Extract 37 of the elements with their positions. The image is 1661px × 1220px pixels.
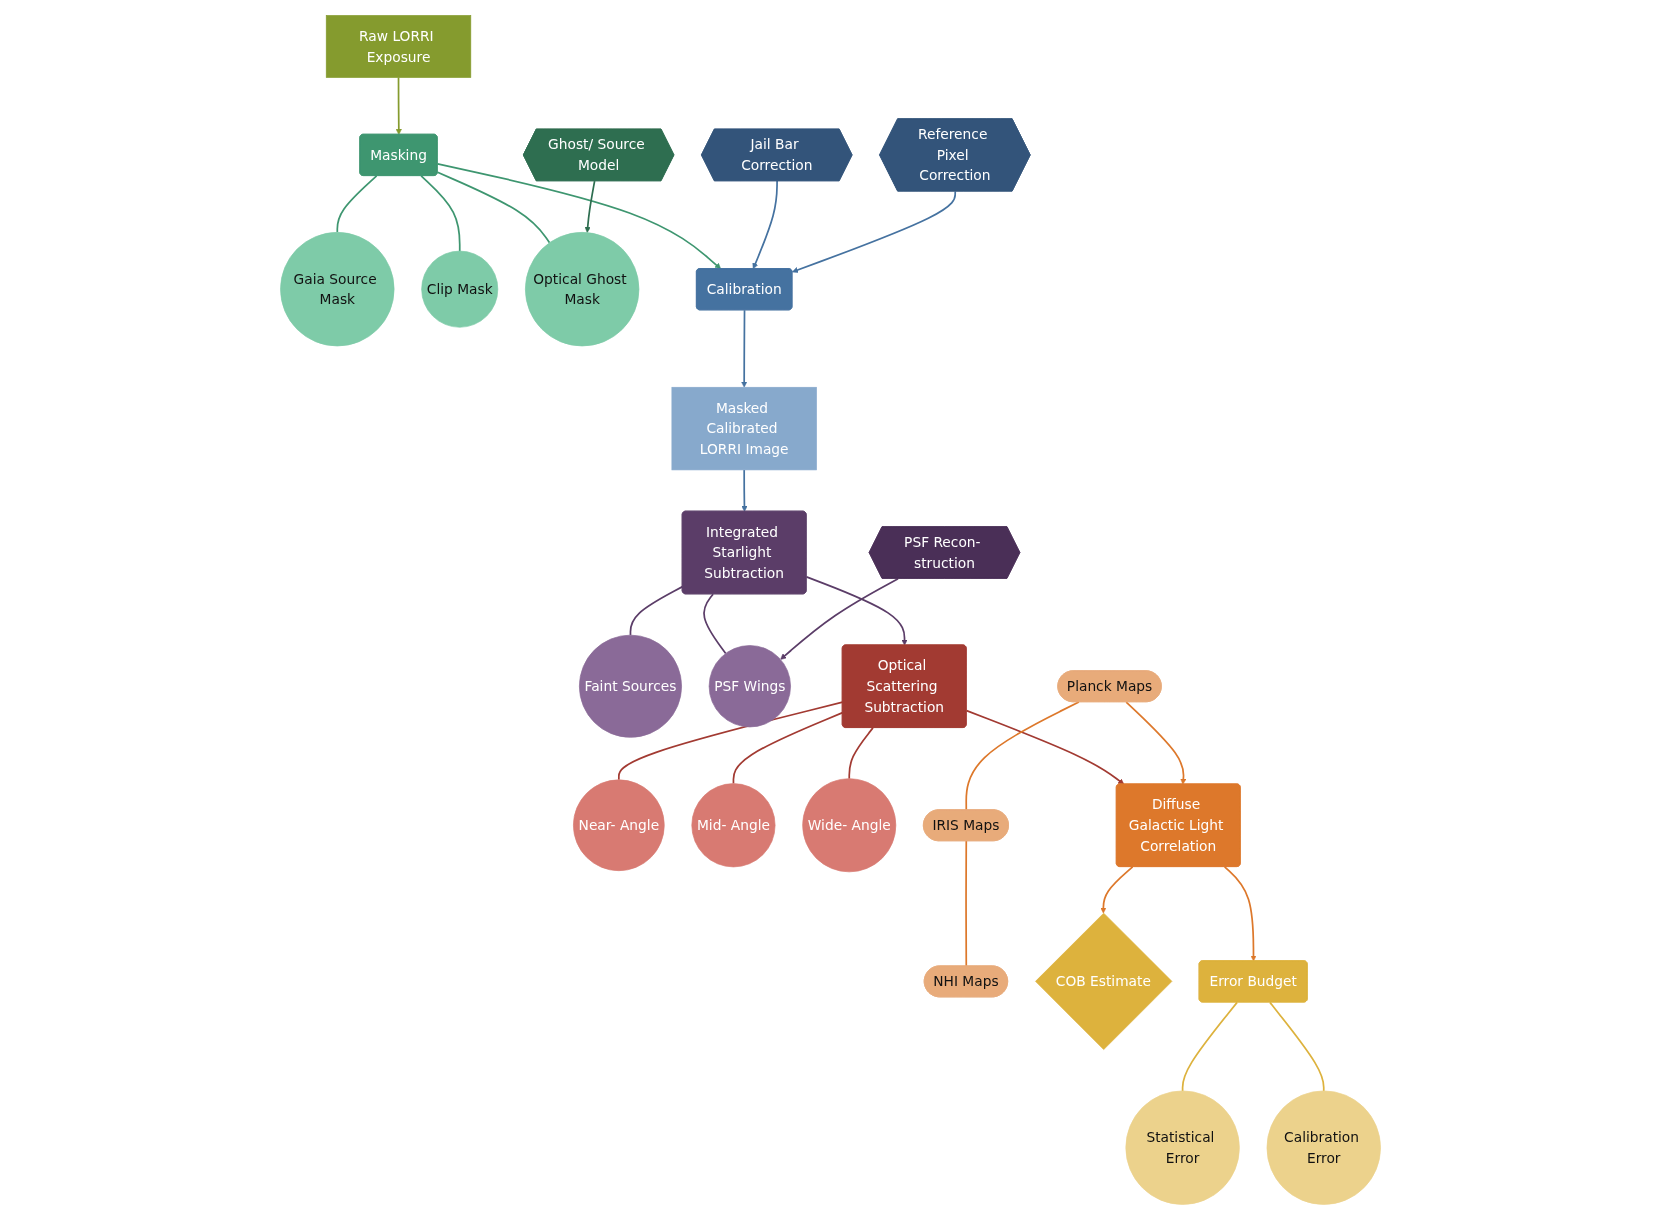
arrow — [741, 469, 748, 512]
node-circle: Mid- Angle — [691, 783, 776, 868]
node-circle: Calibration Error — [1266, 1090, 1381, 1205]
connector — [336, 175, 378, 234]
connector — [703, 593, 727, 655]
arrow — [395, 76, 402, 135]
node-circle: Gaia Source Mask — [280, 232, 395, 347]
connector — [1181, 1001, 1238, 1092]
node-diamond: COB Estimate — [1035, 912, 1173, 1050]
arrow — [780, 577, 899, 660]
connector — [965, 701, 1080, 811]
arrow — [741, 309, 748, 388]
node-circle: Statistical Error — [1125, 1090, 1240, 1205]
arrow — [965, 709, 1125, 785]
node-circle: Clip Mask — [421, 250, 499, 328]
arrow — [805, 576, 908, 646]
arrow — [1223, 866, 1257, 962]
connector — [420, 175, 461, 252]
connector — [1269, 1001, 1325, 1092]
node-circle: Optical Ghost Mask — [525, 232, 640, 347]
arrow — [1100, 866, 1134, 914]
arrow — [436, 162, 721, 270]
arrow — [1125, 701, 1187, 785]
connector — [629, 585, 684, 636]
connector — [436, 171, 551, 244]
node-circle: PSF Wings — [708, 645, 791, 728]
node-box: Raw LORRI Exposure — [325, 15, 472, 78]
connector — [848, 727, 874, 780]
arrow — [584, 180, 596, 233]
connector — [617, 701, 844, 781]
node-box: Masked Calibrated LORRI Image — [671, 386, 817, 471]
connector — [732, 711, 844, 785]
node-circle: Wide- Angle — [802, 778, 897, 873]
node-circle: Faint Sources — [579, 634, 682, 738]
node-circle: Near- Angle — [573, 779, 665, 872]
arrow — [752, 180, 778, 270]
arrow — [792, 190, 957, 273]
